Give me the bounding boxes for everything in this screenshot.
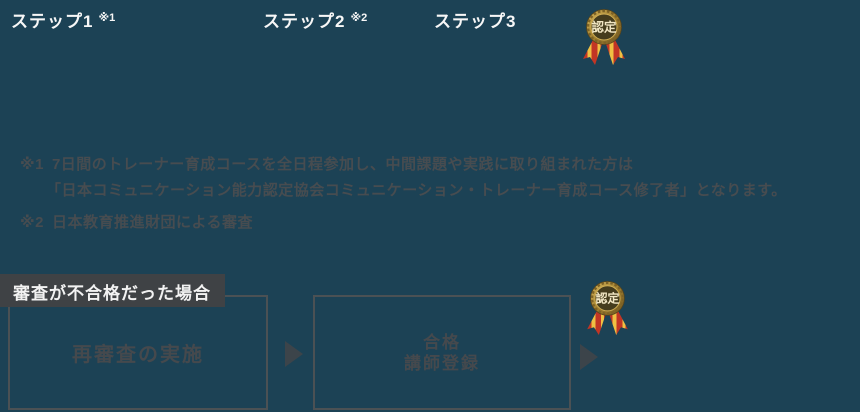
pass-registration-box: 合格 講師登録 [313,295,571,410]
step-3-text: ステップ3 [434,12,517,31]
footnote-1-line-2: 「日本コミュニケーション能力認定協会コミュニケーション・トレーナー育成コース修了… [46,179,787,200]
pass-registration-title: 合格 講師登録 [404,332,480,374]
step-1-text: ステップ1 [11,12,94,31]
arrow-right-icon [285,341,303,367]
step-1-note-ref: ※1 [98,12,116,24]
step-2-label: ステップ2 ※2 [263,7,367,32]
fail-case-label: 審査が不合格だった場合 [0,274,225,307]
step-3-label: ステップ3 [434,7,521,32]
resurvey-box-title: 再審査の実施 [72,344,204,366]
footnote-1-line-1: ※1 7日間のトレーナー育成コースを全日程参加し、中間課題や実践に取り組まれた方は [20,153,634,174]
certified-medal-icon: 認定 [587,281,628,336]
footnote-1-marker: ※1 [20,156,44,173]
medal-badge-text: 認定 [595,291,619,306]
arrow-right-icon [580,344,598,370]
footnote-1-text-cont: 「日本コミュニケーション能力認定協会コミュニケーション・トレーナー育成コース修了… [46,182,787,199]
medal-badge-text: 認定 [591,20,617,35]
certified-medal-icon: 認定 [583,9,625,65]
footnote-2-text: 日本教育推進財団による審査 [51,214,253,231]
step-2-text: ステップ2 [263,12,346,31]
step-1-label: ステップ1 ※1 [11,7,115,32]
footnote-1-text: 7日間のトレーナー育成コースを全日程参加し、中間課題や実践に取り組まれた方は [51,156,634,173]
footnote-2-marker: ※2 [20,214,44,231]
footnote-2-line-1: ※2 日本教育推進財団による審査 [20,211,253,232]
pass-line: 合格 [423,332,461,352]
step-2-note-ref: ※2 [350,12,368,24]
registration-line: 講師登録 [404,353,480,373]
resurvey-box: 再審査の実施 [8,295,268,410]
